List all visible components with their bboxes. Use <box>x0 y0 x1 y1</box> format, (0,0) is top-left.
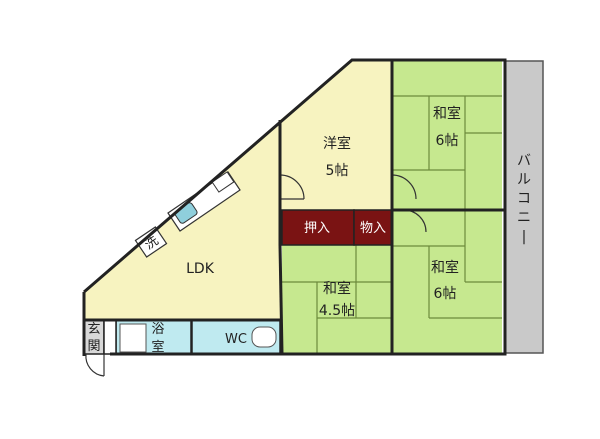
monoire-label: 物入 <box>360 221 386 236</box>
yoshitsu-size: 5帖 <box>326 163 349 179</box>
balcony-char: コ <box>517 191 531 207</box>
bath-label-2: 室 <box>151 339 164 355</box>
washitsu-top-floor <box>392 60 502 210</box>
bathtub <box>119 323 147 353</box>
oshiire <box>281 209 355 246</box>
balcony <box>504 60 544 354</box>
genkan-step <box>103 319 117 355</box>
washitsu-bottom-floor <box>282 245 392 353</box>
tatami-lines-bottom <box>282 245 392 353</box>
stove-icon <box>211 171 235 193</box>
washer-icon <box>134 226 168 258</box>
ldk-label: LDK <box>186 261 215 277</box>
washitsu-top-size: 6帖 <box>436 133 459 149</box>
bath-label-1: 浴 <box>151 322 164 337</box>
wc-label: WC <box>225 332 247 347</box>
balcony-label: バルコニ | <box>517 153 531 245</box>
oshiire-label: 押入 <box>304 221 330 236</box>
washitsu-right-name: 和室 <box>431 259 459 276</box>
toilet-icon <box>251 326 277 348</box>
genkan-label-2: 関 <box>87 339 100 354</box>
balcony-char: ニ <box>517 210 531 226</box>
washitsu-bottom-name: 和室 <box>323 280 351 297</box>
washitsu-bottom-size: 4.5帖 <box>319 303 355 319</box>
balcony-char: | <box>522 229 527 245</box>
washitsu-top-name: 和室 <box>433 105 461 122</box>
genkan-label-1: 玄 <box>87 322 100 337</box>
balcony-char: ル <box>517 172 531 188</box>
monoire <box>353 209 393 246</box>
door-arcs <box>85 174 427 377</box>
yoshitsu-name: 洋室 <box>323 135 351 152</box>
balcony-char: バ <box>517 153 531 169</box>
tatami-lines-right <box>392 210 502 319</box>
walls <box>82 58 507 356</box>
washitsu-right-size: 6帖 <box>434 286 457 302</box>
tatami-lines-top <box>392 95 502 210</box>
